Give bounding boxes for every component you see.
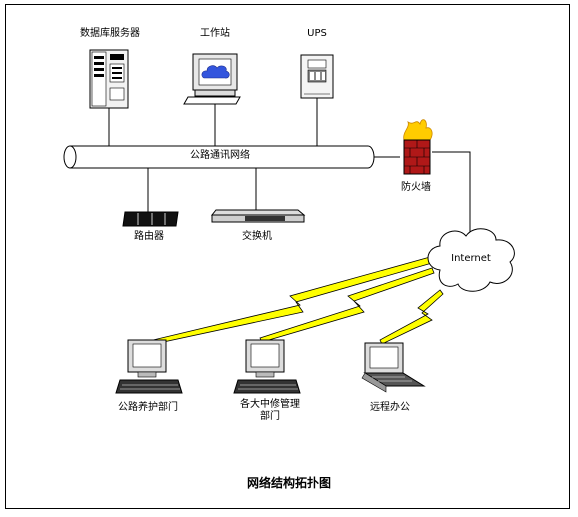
- router-icon: [122, 211, 179, 227]
- label-dept-branch-line1: 各大中修管理: [240, 399, 300, 410]
- label-remote-office: 远程办公: [370, 402, 410, 413]
- label-firewall: 防火墙: [401, 182, 431, 193]
- diagram-title: 网络结构拓扑图: [246, 476, 331, 490]
- pc-maintenance-icon: [115, 339, 183, 394]
- backbone-pipe: [63, 145, 375, 169]
- firewall-icon: [403, 119, 433, 175]
- label-dept-maintenance: 公路养护部门: [118, 402, 178, 413]
- label-ups: UPS: [307, 28, 327, 39]
- switch-icon: [210, 209, 306, 223]
- internet-cloud-icon: [427, 228, 515, 292]
- label-workstation: 工作站: [200, 28, 230, 39]
- diagram-frame: [5, 4, 570, 509]
- label-backbone: 公路通讯网络: [190, 150, 250, 161]
- laptop-icon: [361, 342, 426, 393]
- pc-branch-icon: [233, 339, 301, 394]
- backbone-links: [108, 98, 471, 232]
- label-switch: 交换机: [242, 231, 272, 242]
- label-db-server: 数据库服务器: [80, 28, 140, 39]
- label-dept-branch-line2: 部门: [260, 411, 280, 422]
- lightning-bolt-3: [379, 289, 444, 345]
- label-router: 路由器: [134, 231, 164, 242]
- wireless-links: [152, 256, 444, 345]
- workstation-icon: [183, 53, 241, 105]
- ups-icon: [300, 54, 334, 99]
- label-internet: Internet: [451, 253, 491, 264]
- db-server-icon: [89, 49, 129, 109]
